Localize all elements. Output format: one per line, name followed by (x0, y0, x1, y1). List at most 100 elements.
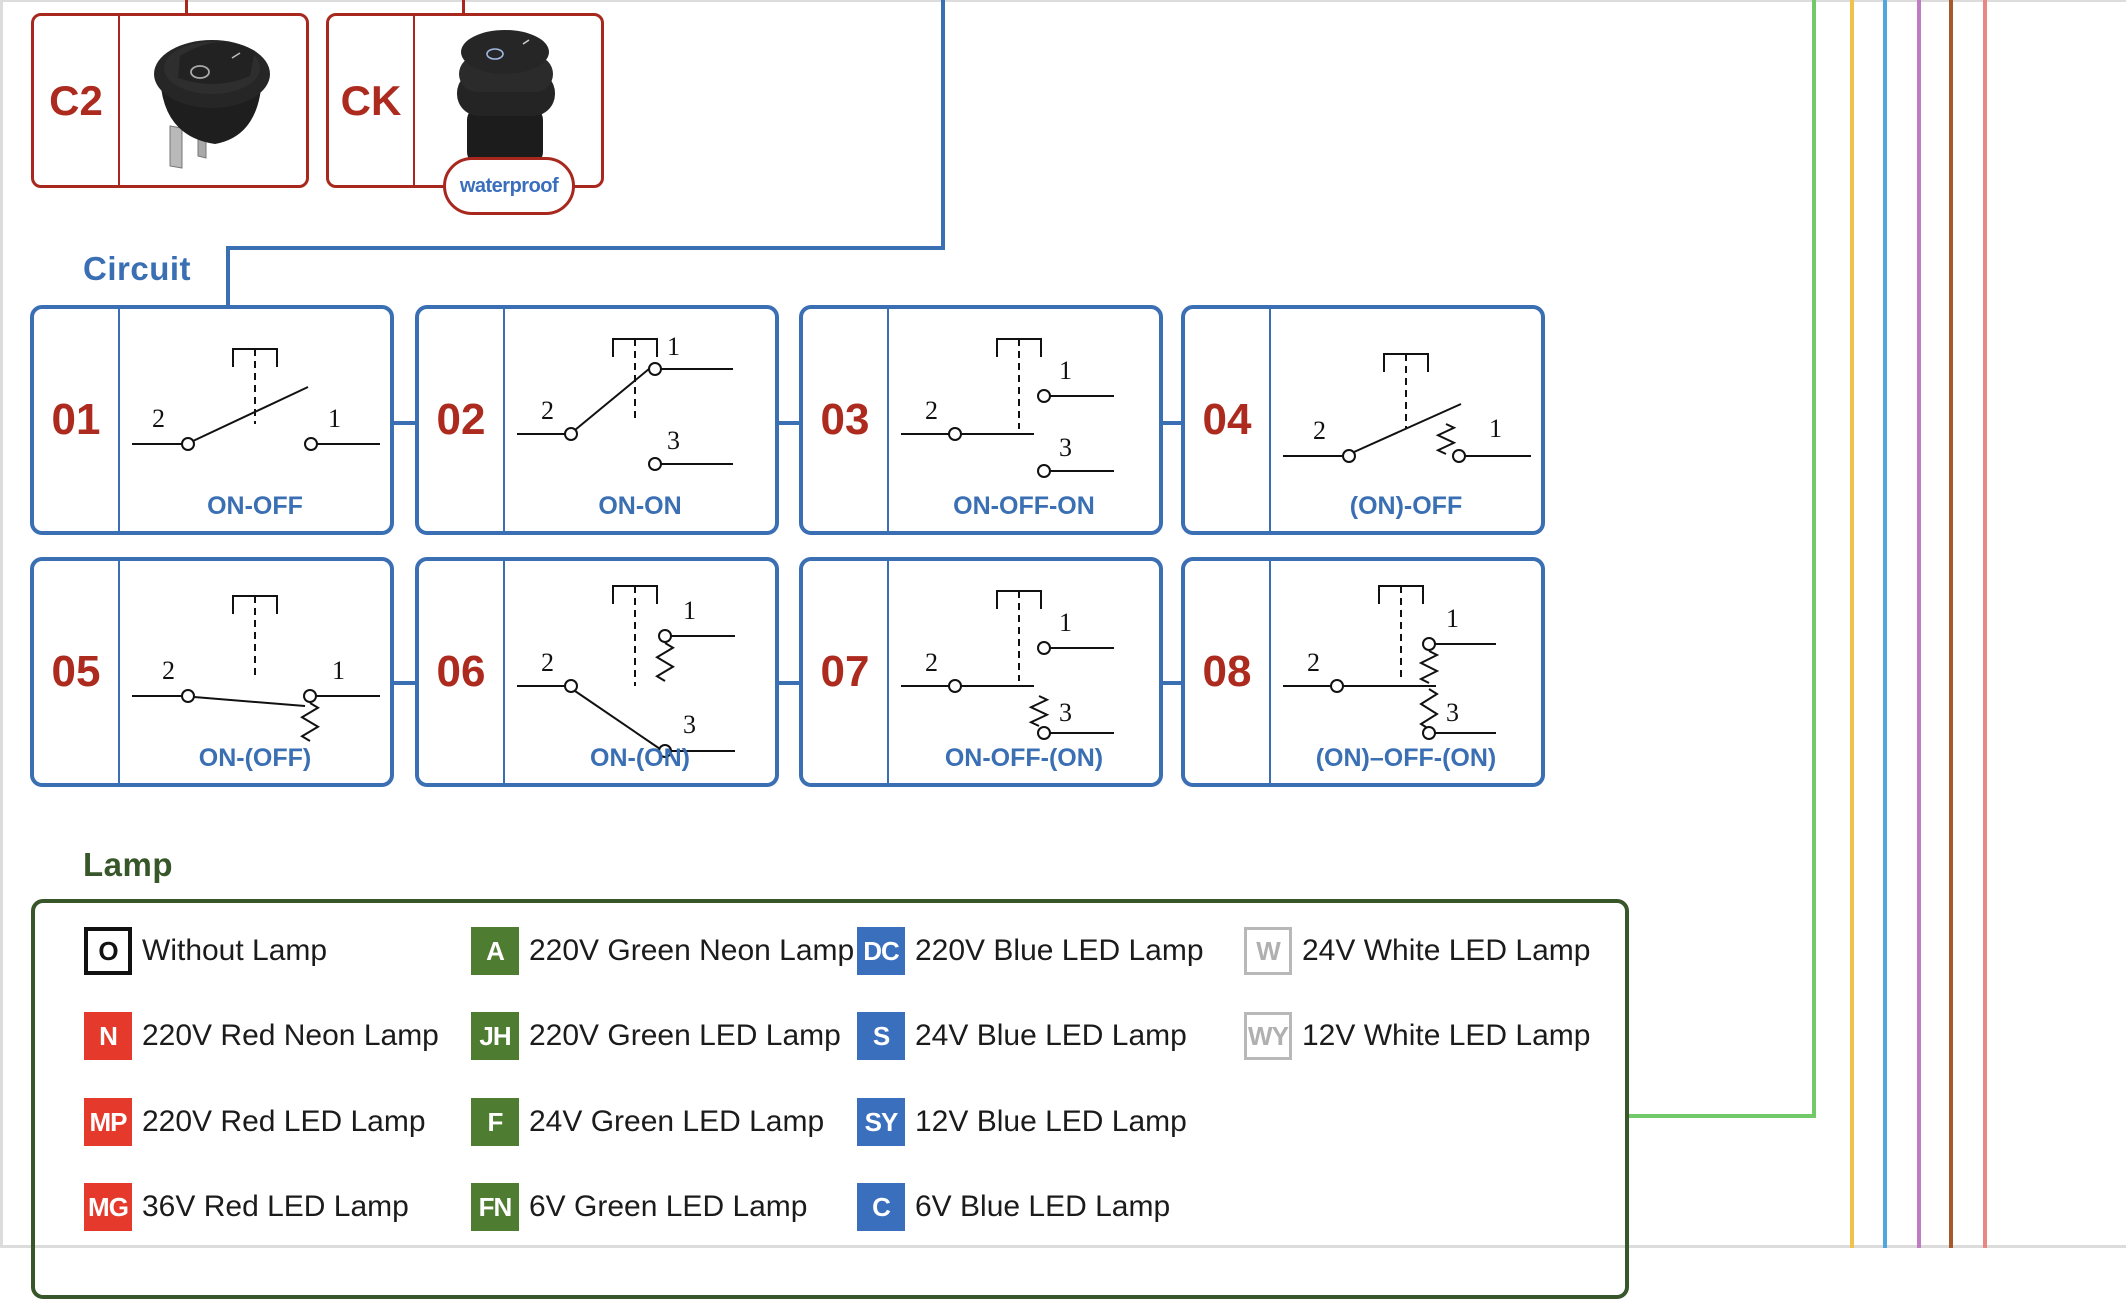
box-link (776, 681, 800, 685)
lamp-label: 220V Red LED Lamp (142, 1105, 426, 1138)
c2-connector (185, 0, 188, 14)
lamp-code-badge: N (84, 1012, 132, 1060)
circuit-label: ON-(OFF) (198, 744, 312, 772)
terminal-number: 1 (328, 404, 341, 433)
lamp-code-badge: WY (1244, 1012, 1292, 1060)
switch-blade (193, 696, 306, 707)
lamp-option-wy[interactable]: WY 12V White LED Lamp (1244, 1011, 1590, 1061)
spring-icon (1028, 695, 1050, 727)
circuit-schematic-icon: 213 (901, 590, 1114, 740)
lamp-option-o[interactable]: O Without Lamp (84, 926, 327, 976)
lamp-option-fn[interactable]: FN 6V Green LED Lamp (471, 1182, 807, 1232)
spring-icon (300, 702, 320, 742)
box-link (393, 681, 417, 685)
circuit-connector-vertical (941, 0, 945, 250)
box-link (1160, 421, 1184, 425)
terminal-contact (564, 427, 578, 441)
lamp-code-badge: DC (857, 927, 905, 975)
circuit-number: 08 (1185, 561, 1271, 783)
lamp-label: 6V Green LED Lamp (529, 1190, 808, 1223)
circuit-label: ON-OFF-ON (953, 492, 1095, 520)
lamp-code-badge: MG (84, 1183, 132, 1231)
wire-line-lamp-link (1629, 1114, 1816, 1118)
product-c2-card[interactable]: C2 (31, 13, 309, 188)
spring-icon (1435, 423, 1457, 455)
circuit-option-08[interactable]: 08 2 1 3 (ON)–OFF-(ON) (1181, 557, 1545, 787)
circuit-number: 05 (34, 561, 120, 783)
page-border-left (0, 0, 3, 1248)
terminal-contact (303, 689, 317, 703)
lamp-label: 36V Red LED Lamp (142, 1190, 409, 1223)
terminal-number: 3 (1446, 698, 1459, 727)
box-link (393, 421, 417, 425)
terminal-number: 3 (683, 710, 696, 739)
lamp-label: 12V Blue LED Lamp (915, 1105, 1187, 1138)
terminal-contact (564, 679, 578, 693)
circuit-number: 07 (803, 561, 889, 783)
wire-line (1850, 0, 1854, 1248)
terminal-number: 1 (1446, 604, 1459, 633)
terminal-contact (1037, 464, 1051, 478)
spring-icon (655, 642, 675, 682)
terminal-contact (1330, 679, 1344, 693)
lamp-code-badge: O (84, 927, 132, 975)
wire-line (1812, 0, 1816, 1118)
circuit-schematic-icon: 213 (901, 338, 1114, 478)
circuit-number: 01 (34, 309, 120, 531)
product-code: C2 (34, 16, 120, 185)
box-link (1160, 681, 1184, 685)
lamp-label: 24V White LED Lamp (1302, 934, 1591, 967)
lamp-option-sy[interactable]: SY 12V Blue LED Lamp (857, 1097, 1187, 1147)
terminal-contact (1037, 641, 1051, 655)
terminal-number: 2 (162, 656, 175, 685)
terminal-contact (1422, 637, 1436, 651)
lamp-option-mg[interactable]: MG 36V Red LED Lamp (84, 1182, 409, 1232)
terminal-number: 2 (1307, 648, 1320, 677)
terminal-contact (658, 629, 672, 643)
terminal-contact (181, 689, 195, 703)
lamp-label: 24V Blue LED Lamp (915, 1019, 1187, 1052)
terminal-number: 1 (683, 596, 696, 625)
lamp-label: Without Lamp (142, 934, 328, 967)
terminal-contact (948, 427, 962, 441)
lamp-option-n[interactable]: N 220V Red Neon Lamp (84, 1011, 439, 1061)
circuit-number: 06 (419, 561, 505, 783)
terminal-contact (1037, 389, 1051, 403)
page-border-bottom (0, 1245, 2126, 1248)
terminal-contact (1037, 726, 1051, 740)
terminal-number: 2 (152, 404, 165, 433)
circuit-number: 02 (419, 309, 505, 531)
lamp-label: 220V Red Neon Lamp (142, 1019, 439, 1052)
waterproof-rocker-switch-image (415, 16, 601, 185)
lamp-section-title: Lamp (83, 846, 174, 883)
spring-icon (1419, 688, 1439, 730)
terminal-number: 2 (541, 648, 554, 677)
waterproof-badge: waterproof (443, 157, 575, 215)
circuit-connector-drop (226, 246, 230, 308)
circuit-section-title: Circuit (83, 250, 192, 287)
circuit-number: 03 (803, 309, 889, 531)
lamp-code-badge: SY (857, 1098, 905, 1146)
lamp-label: 12V White LED Lamp (1302, 1019, 1591, 1052)
switch-blade (574, 690, 664, 752)
terminal-number: 1 (1489, 414, 1502, 443)
terminal-contact (648, 457, 662, 471)
lamp-code-badge: FN (471, 1183, 519, 1231)
circuit-label: (ON)–OFF-(ON) (1315, 744, 1497, 772)
rocker-switch-image (120, 16, 306, 185)
